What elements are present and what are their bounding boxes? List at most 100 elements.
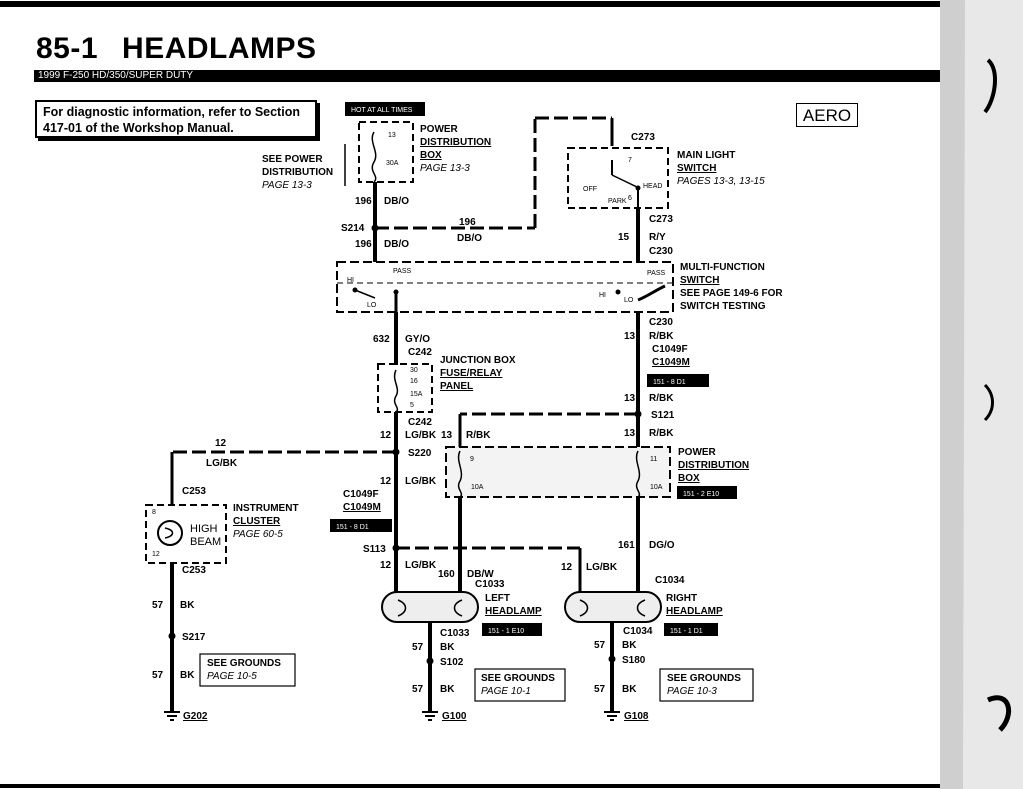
see-grounds-page: PAGE 10-3 <box>667 686 717 697</box>
wire-color: BK <box>440 642 455 653</box>
switch-position: PARK <box>608 198 627 205</box>
connector-label: C1049M <box>343 502 381 513</box>
mfs-position: HI <box>599 292 606 299</box>
left-headlamp-label: LEFT <box>485 593 510 604</box>
wire-number: 12 <box>380 476 392 487</box>
wire-number: 161 <box>618 540 635 551</box>
see-power-distribution: SEE POWER <box>262 154 323 165</box>
junction-box-label: PANEL <box>440 381 473 392</box>
splice-label: S113 <box>363 544 386 555</box>
instrument-cluster-page: PAGE 60-5 <box>233 529 283 540</box>
wire-number: 13 <box>624 393 636 404</box>
wire-number: 57 <box>152 670 164 681</box>
fuse-icon <box>393 369 399 413</box>
aero-label: AERO <box>796 103 858 127</box>
wire-color: R/BK <box>466 430 491 441</box>
pdb-top-page: PAGE 13-3 <box>420 163 470 174</box>
connector-label: C1049F <box>343 489 379 500</box>
splice-label: S214 <box>341 223 365 234</box>
fuse-rating: 30A <box>386 160 399 167</box>
main-light-switch-box <box>567 147 669 209</box>
mfs-position: LO <box>367 302 377 309</box>
see-grounds-box <box>474 668 566 702</box>
fuse-icon <box>457 450 463 498</box>
switch-position: OFF <box>583 186 597 193</box>
pin-label: 30 <box>410 367 418 374</box>
see-grounds-page: PAGE 10-5 <box>207 671 257 682</box>
wire-color: LG/BK <box>206 458 238 469</box>
connector-label: C1033 <box>475 579 505 590</box>
ref-tag <box>482 623 542 636</box>
connector-label: C230 <box>649 317 673 328</box>
lamp-label: BEAM <box>190 536 221 548</box>
ground-icon <box>164 711 180 721</box>
ground-label: G202 <box>183 711 208 722</box>
wire-number: 57 <box>594 640 606 651</box>
connector-label: C242 <box>408 347 432 358</box>
pin-label: 5 <box>410 402 414 409</box>
filament-icon <box>397 599 407 617</box>
binding-shadow <box>940 0 965 789</box>
splice-label: S180 <box>622 655 646 666</box>
wire-color: R/BK <box>649 393 674 404</box>
main-light-switch-page: PAGES 13-3, 13-15 <box>677 176 765 187</box>
splice-s102 <box>426 657 434 665</box>
filament-icon <box>579 599 589 617</box>
connector-label: C1034 <box>655 575 685 586</box>
ref-tag-text: 151 - 1 E10 <box>488 628 524 635</box>
connector-label: C1034 <box>623 626 653 637</box>
connector-label: C242 <box>408 417 432 428</box>
wire-number: 13 <box>441 430 453 441</box>
vehicle-label: 1999 F-250 HD/350/SUPER DUTY <box>38 70 194 81</box>
wire-color: DB/O <box>384 239 409 250</box>
wire-number: 13 <box>624 428 636 439</box>
pin-label: 8 <box>152 509 156 516</box>
wire-number: 632 <box>373 334 390 345</box>
wire-color: DB/O <box>384 196 409 207</box>
filament-icon <box>636 599 646 617</box>
connector-label: C230 <box>649 246 673 257</box>
section-number: 85-1 <box>36 32 99 65</box>
page-title: 85-1 HEADLAMPS <box>36 32 317 66</box>
junction-box-label: FUSE/RELAY <box>440 368 503 379</box>
wire-number: 196 <box>459 217 476 228</box>
ground-label: G108 <box>624 711 649 722</box>
lamp-label: HIGH <box>190 523 218 535</box>
splice-label: S220 <box>408 448 432 459</box>
instrument-cluster-box <box>145 504 227 564</box>
vehicle-bar <box>34 70 944 82</box>
mfs-label: SWITCH <box>680 275 719 286</box>
see-grounds-title: SEE GROUNDS <box>481 673 555 684</box>
splice-s180 <box>608 655 616 663</box>
see-grounds-title: SEE GROUNDS <box>207 658 281 669</box>
wire-color: LG/BK <box>405 430 437 441</box>
wire-color: LG/BK <box>405 476 437 487</box>
diagnostic-note: For diagnostic information, refer to Sec… <box>35 100 317 138</box>
wire-color: BK <box>622 684 637 695</box>
wire-color: R/BK <box>649 331 674 342</box>
ref-tag-text: 151 - 1 D1 <box>670 628 703 635</box>
fuse-rating: 15A <box>410 391 423 398</box>
see-grounds-box <box>659 668 754 702</box>
multi-function-switch-box <box>336 261 674 313</box>
right-headlamp-label: HEADLAMP <box>666 606 723 617</box>
wire-number: 12 <box>561 562 573 573</box>
fuse-icon <box>371 131 377 183</box>
wire-number: 196 <box>355 196 372 207</box>
instrument-cluster-label: INSTRUMENT <box>233 503 299 514</box>
pdb-top-label: BOX <box>420 150 442 161</box>
fuse-rating: 10A <box>471 484 484 491</box>
mfs-blade <box>354 289 376 299</box>
connector-label: C273 <box>649 214 673 225</box>
hot-at-all-times-tag <box>345 102 425 116</box>
see-power-distribution-page: PAGE 13-3 <box>262 180 312 191</box>
see-power-distribution: DISTRIBUTION <box>262 167 333 178</box>
section-title: HEADLAMPS <box>122 32 317 65</box>
ground-icon <box>604 711 620 721</box>
main-light-switch-label: MAIN LIGHT <box>677 150 735 161</box>
fuse-pin: 13 <box>388 132 396 139</box>
wire-color: BK <box>622 640 637 651</box>
splice-label: S121 <box>651 410 675 421</box>
wire-color: BK <box>180 600 195 611</box>
